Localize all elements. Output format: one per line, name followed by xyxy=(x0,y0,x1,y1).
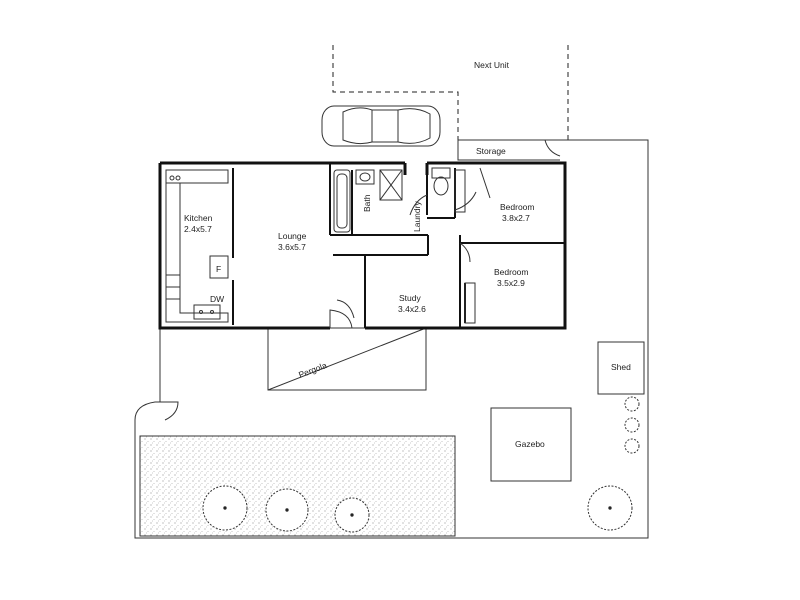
storage-room xyxy=(457,139,561,161)
dishwasher-label: DW xyxy=(210,294,224,304)
tree-icon xyxy=(202,485,248,531)
basin-icon xyxy=(355,169,375,185)
gazebo xyxy=(490,407,572,482)
tree-icon xyxy=(587,485,633,531)
car-icon xyxy=(321,105,441,147)
next-unit-boundary xyxy=(332,45,569,140)
bedroom1-size: 3.8x2.7 xyxy=(502,213,530,223)
tree-icon xyxy=(334,497,370,533)
bedroom2-label: Bedroom xyxy=(494,267,529,277)
laundry-label: Laundry xyxy=(412,201,422,232)
tree-icon xyxy=(265,488,309,532)
storage-label: Storage xyxy=(476,146,506,156)
kitchen-bench xyxy=(165,169,229,323)
fridge xyxy=(209,255,229,279)
bedroom1-label: Bedroom xyxy=(500,202,535,212)
pergola xyxy=(267,327,427,391)
shrub-icon xyxy=(624,396,640,454)
shed xyxy=(597,341,645,395)
bath-label: Bath xyxy=(362,194,372,212)
next-unit-label: Next Unit xyxy=(474,60,510,70)
lounge-size: 3.6x5.7 xyxy=(278,242,306,252)
fridge-label: F xyxy=(216,264,221,274)
kitchen-label: Kitchen xyxy=(184,213,213,223)
shower-icon xyxy=(379,169,403,201)
gazebo-label: Gazebo xyxy=(515,439,545,449)
bathtub-icon xyxy=(333,169,351,233)
house-walls xyxy=(158,161,567,330)
pergola-label: Pergola xyxy=(297,360,328,380)
door-swings xyxy=(329,167,491,329)
study-size: 3.4x2.6 xyxy=(398,304,426,314)
kitchen-size: 2.4x5.7 xyxy=(184,224,212,234)
shed-label: Shed xyxy=(611,362,631,372)
wardrobe xyxy=(454,169,476,324)
toilet-icon xyxy=(431,167,451,196)
site-boundary xyxy=(134,139,649,539)
study-label: Study xyxy=(399,293,421,303)
sink-icon xyxy=(193,304,221,320)
lounge-label: Lounge xyxy=(278,231,307,241)
bedroom2-size: 3.5x2.9 xyxy=(497,278,525,288)
